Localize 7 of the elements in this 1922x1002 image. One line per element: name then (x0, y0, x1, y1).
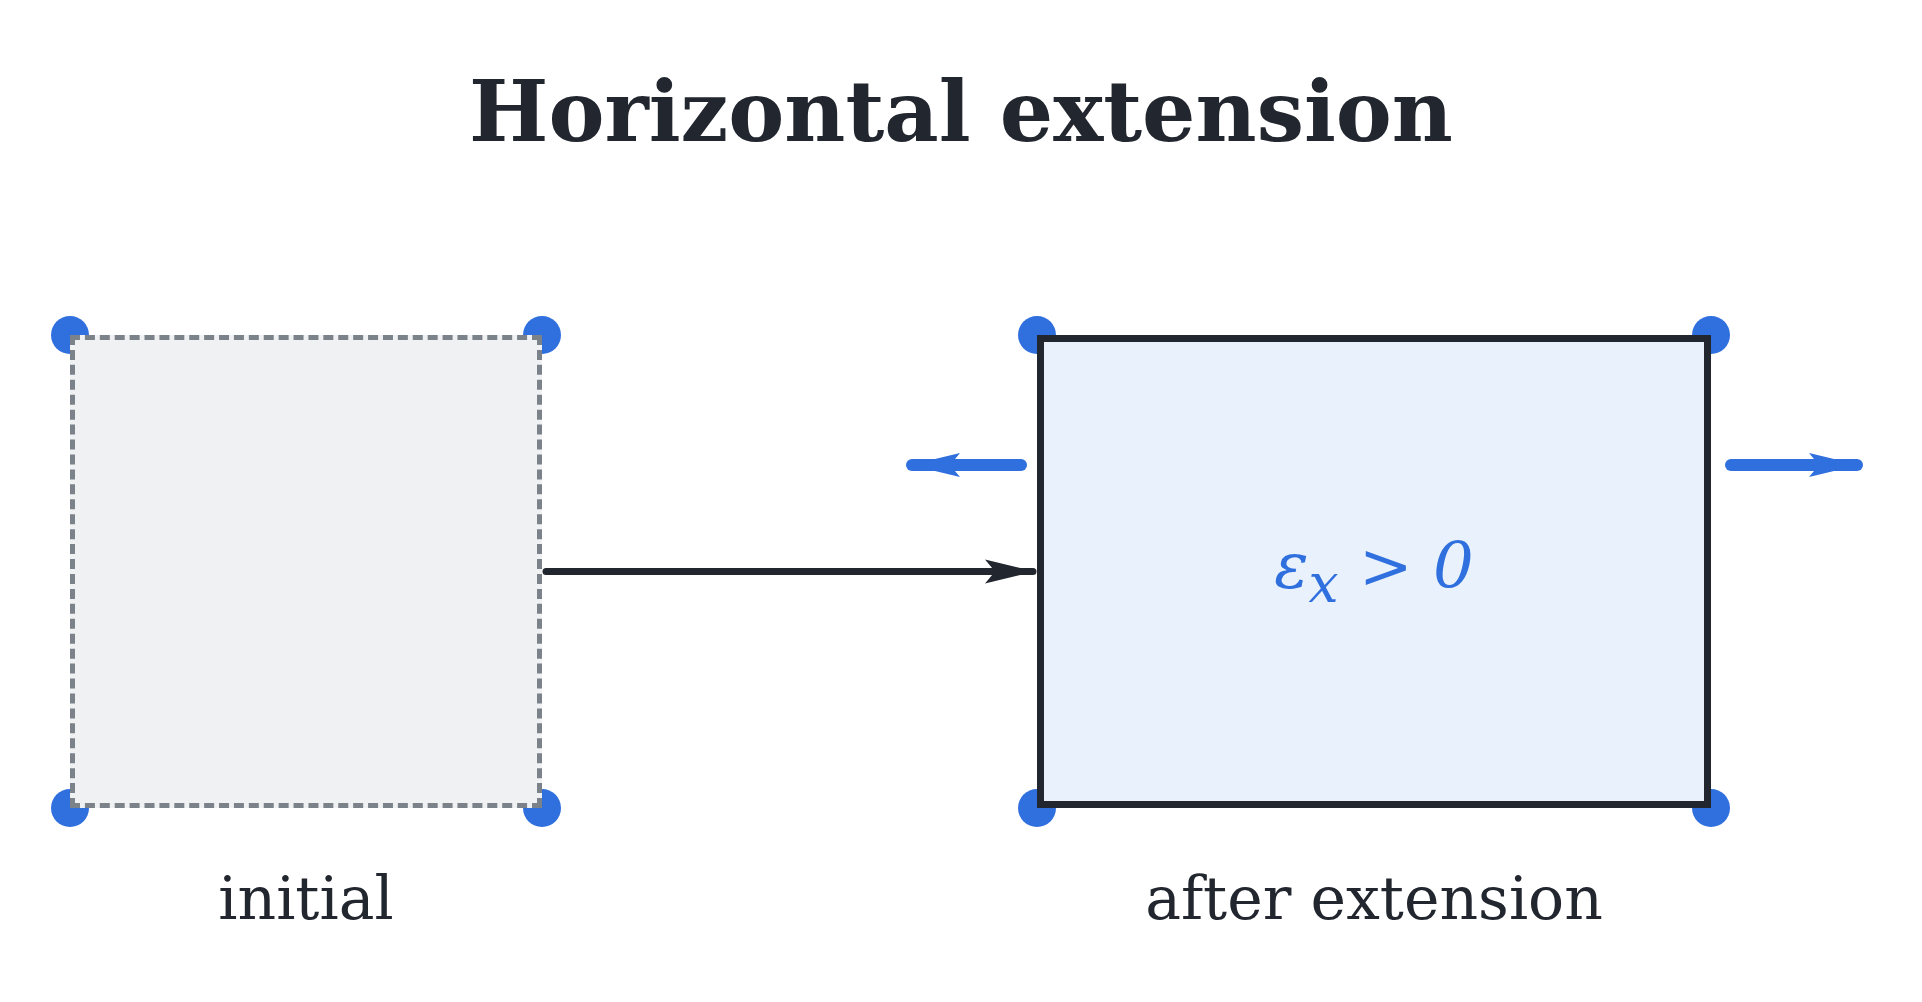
initial-square (70, 335, 542, 808)
node-label: after extension (1144, 863, 1604, 933)
arrow (542, 559, 1037, 584)
diagram-title: Horizontal extension (468, 62, 1454, 161)
node-label: initial (217, 863, 395, 933)
deformed-rectangle (1037, 335, 1711, 808)
strain-label: ε$_{x}$ > 0 (1273, 528, 1475, 615)
